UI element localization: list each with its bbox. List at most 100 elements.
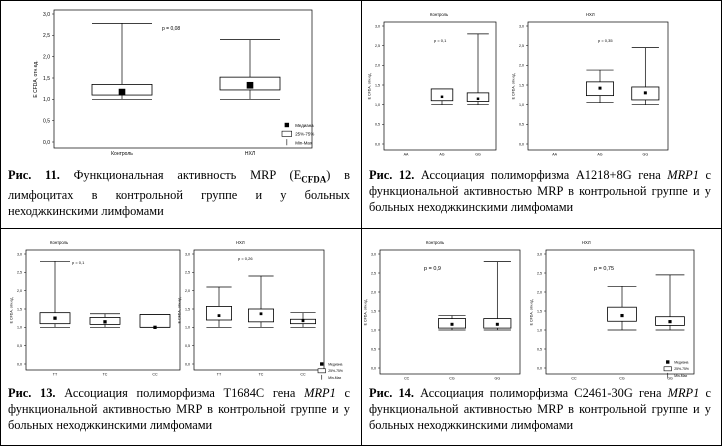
- fig12a-xtick-label-1: AG: [439, 153, 444, 157]
- fig12a-xtick-label-2: GG: [475, 153, 481, 157]
- fig11a-ytick-label-0: 3,0: [43, 12, 50, 18]
- fig13-caption-text-after: с функциональной активностью MRP в контр…: [8, 386, 350, 432]
- fig14b-ytick-label-2: 2,0: [537, 290, 542, 294]
- fig12b-pvalue: p = 0,35: [598, 38, 613, 43]
- fig11a-frame: [53, 9, 313, 149]
- fig13-caption-label: Рис. 13.: [8, 386, 56, 400]
- legend-median-label: Медиана: [295, 123, 314, 128]
- fig12a-ytick-label-2: 2,0: [375, 64, 380, 68]
- fig14b-pvalue: p = 0,75: [594, 266, 614, 272]
- median-marker: [103, 320, 107, 324]
- fig14a-ytick-label-1: 2,5: [371, 271, 376, 275]
- fig14b-title: НХЛ: [582, 240, 591, 245]
- median-marker: [118, 88, 126, 96]
- fig12a-box-GG: [466, 33, 490, 106]
- fig13b-frame: [193, 249, 325, 371]
- iqr-box: [139, 314, 171, 328]
- legend-iqr-swatch: [317, 368, 326, 374]
- fig12b-ytick-label-3: 1,5: [519, 83, 524, 87]
- fig12b-ytick-label-4: 1,0: [519, 103, 524, 107]
- fig12-caption-text-after: с функциональной активностью MRP в контр…: [369, 168, 711, 214]
- fig12b-ytick-label-0: 3,0: [519, 24, 524, 28]
- fig14b-ytick-label-5: 0,5: [537, 347, 542, 351]
- fig13b-ytick-label-2: 2,0: [185, 289, 190, 293]
- fig12b-ytick-label-1: 2,5: [519, 44, 524, 48]
- fig14b-ytick-label-4: 1,0: [537, 328, 542, 332]
- fig11-caption-sub: CFDA: [301, 174, 327, 185]
- fig12-caption-text-before: Ассоциация полиморфизма A1218+8G гена: [414, 168, 668, 182]
- fig14a-box-CG: [438, 315, 467, 331]
- median-marker: [620, 313, 624, 318]
- median-marker: [259, 312, 263, 316]
- fig13a-ytick-label-0: 3,0: [17, 252, 22, 256]
- legend-iqr-label: 25%-75%: [295, 132, 314, 137]
- fig12a-ytick-label-3: 1,5: [375, 83, 380, 87]
- fig14a-ytick-label-2: 2,0: [371, 290, 376, 294]
- fig14a-xtick-label-1: CG: [449, 377, 455, 381]
- fig12a-ylabel: E CFDA, отн.ед.: [368, 73, 372, 100]
- iqr-box: [466, 92, 490, 102]
- legend-minmax-label: Min-Max: [295, 140, 313, 145]
- iqr-box: [248, 308, 275, 323]
- fig14b-ytick-label-0: 3,0: [537, 252, 542, 256]
- fig13b-pvalue: p = 0,26: [238, 256, 253, 261]
- fig11a-legend: Медиана 25%-75% Min-Max: [281, 123, 314, 145]
- fig14a-ytick-label-4: 1,0: [371, 328, 376, 332]
- median-marker: [643, 91, 647, 95]
- grid-line-center: [361, 0, 362, 446]
- fig14a-ytick-label-5: 0,5: [371, 347, 376, 351]
- fig12b-box-GG: [631, 47, 660, 106]
- fig13a-xtick-label-1: TC: [103, 373, 108, 377]
- fig11a-ylabel: E CFDA, отн.ед.: [33, 60, 39, 97]
- fig12a-xtick-label-0: AA: [404, 153, 409, 157]
- fig14a-ytick-label-0: 3,0: [371, 252, 376, 256]
- fig11a-ytick-label-5: 0,5: [43, 118, 50, 124]
- fig13b-ytick-label-6: 0,0: [185, 362, 190, 366]
- fig13-caption-gene: MRP1: [304, 386, 336, 400]
- legend-median-label: Медиана: [674, 360, 688, 364]
- fig11a-box-Контроль: [91, 23, 153, 100]
- fig12b-ytick-label-5: 0,5: [519, 123, 524, 127]
- fig12a-title: Контроль: [430, 12, 449, 17]
- fig14-caption-text-before: Ассоциация полиморфизма C2461-30G гена: [413, 386, 668, 400]
- fig13b-box-TT: [205, 286, 233, 328]
- fig13b-ytick-label-4: 1,0: [185, 326, 190, 330]
- fig11a-ytick-label-2: 2,0: [43, 54, 50, 60]
- fig11a-box-НХЛ: [219, 39, 281, 100]
- fig12a-pvalue: p = 0,1: [434, 38, 447, 43]
- fig12a-ytick-label-1: 2,5: [375, 44, 380, 48]
- grid-line-left: [0, 0, 1, 446]
- fig13b-box-TC: [248, 275, 275, 328]
- fig13b-xtick-label-0: TT: [217, 373, 222, 377]
- fig13b-box-CC: [290, 312, 317, 328]
- fig13a-ytick-label-4: 1,0: [17, 326, 22, 330]
- fig14a-xtick-label-0: CC: [404, 377, 410, 381]
- fig12b-ytick-label-2: 2,0: [519, 64, 524, 68]
- fig13a-ytick-label-2: 2,0: [17, 289, 22, 293]
- median-marker: [598, 86, 602, 90]
- median-marker: [668, 320, 672, 324]
- fig12a-ytick-label-0: 3,0: [375, 24, 380, 28]
- fig12-caption-label: Рис. 12.: [369, 168, 415, 182]
- fig11a-ytick-label-6: 0,0: [43, 140, 50, 146]
- fig14b-xtick-label-1: CG: [619, 377, 625, 381]
- fig14-caption-label: Рис. 14.: [369, 386, 414, 400]
- fig13a-ytick-label-5: 0,5: [17, 344, 22, 348]
- legend-minmax-label: Min-Max: [674, 374, 687, 378]
- fig14-caption-text-after: с функциональной активностью MRP в контр…: [369, 386, 711, 432]
- fig13a-ytick-label-6: 0,0: [17, 362, 22, 366]
- fig12b-ylabel: E CFDA, отн.ед.: [512, 73, 516, 100]
- legend-iqr-label: 25%-75%: [674, 367, 689, 371]
- fig12-caption: Рис. 12. Ассоциация полиморфизма A1218+8…: [369, 167, 711, 215]
- fig14a-pvalue: p = 0,9: [424, 266, 441, 272]
- fig14a-ytick-label-6: 0,0: [371, 366, 376, 370]
- fig14b-ytick-label-1: 2,5: [537, 271, 542, 275]
- fig13a-pvalue: p = 0,1: [72, 260, 85, 265]
- median-marker: [153, 325, 157, 329]
- median-marker: [217, 314, 221, 317]
